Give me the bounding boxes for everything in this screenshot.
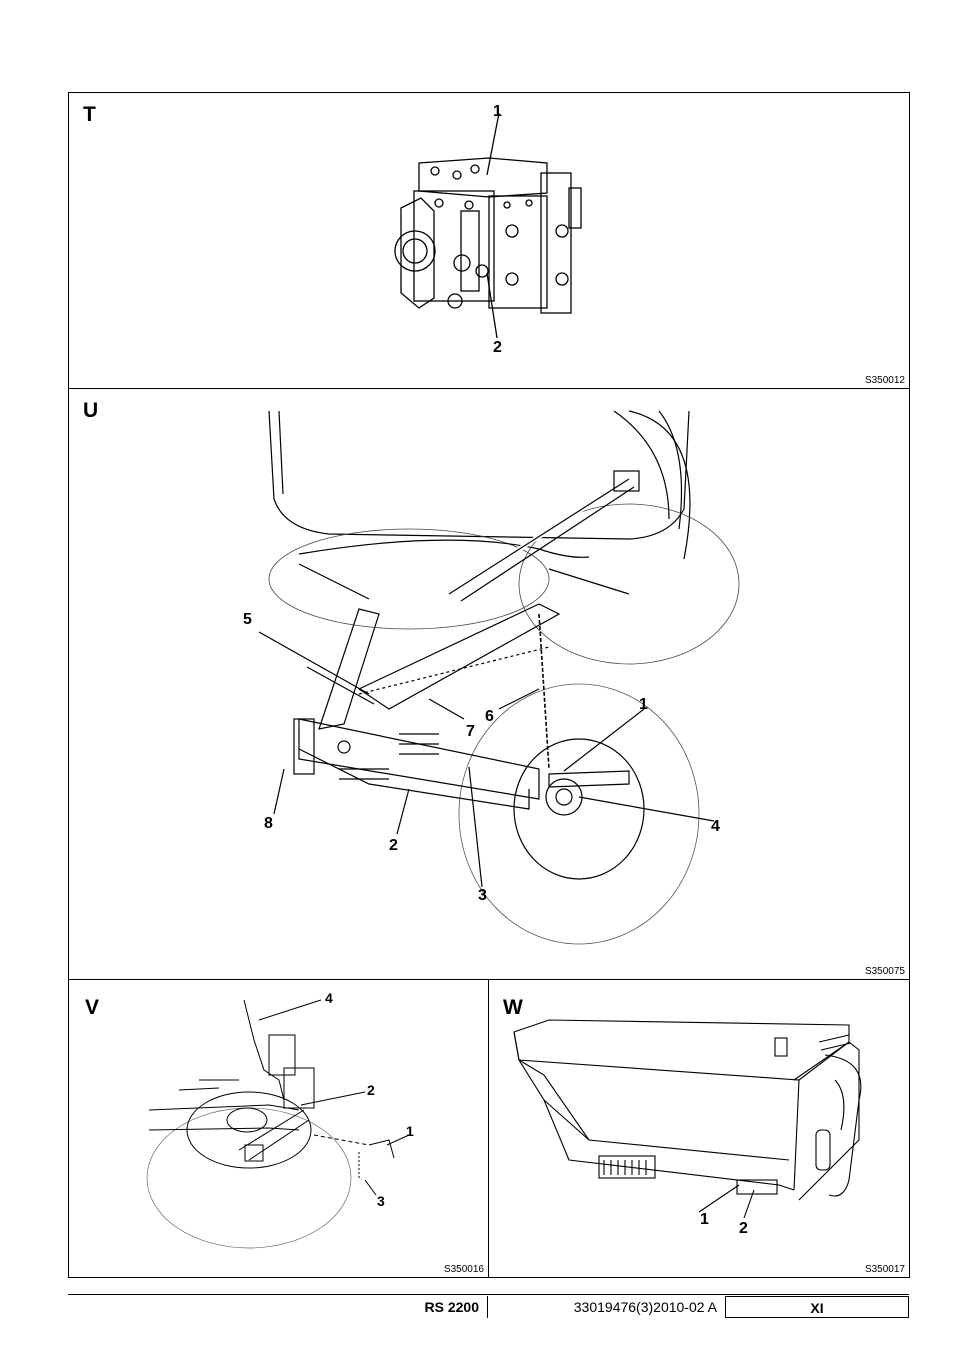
footer-page-number: XI: [725, 1296, 909, 1318]
figure-code: S350016: [443, 1264, 484, 1275]
figure-code: S350017: [864, 1264, 905, 1275]
callout-2: 2: [493, 339, 502, 356]
machine-underside-illustration: [258, 410, 740, 945]
panel-u: U S350075: [68, 388, 910, 980]
callout-8: 8: [264, 815, 273, 832]
callout-3: 3: [478, 887, 487, 904]
panel-t: T S350012 1 2: [68, 92, 910, 389]
panel-label: T: [83, 103, 96, 126]
callout-1: 1: [700, 1211, 709, 1228]
callout-3: 3: [377, 1193, 385, 1209]
footer-doc-number: 33019476(3)2010-02 A: [573, 1299, 717, 1315]
callout-2: 2: [389, 837, 398, 854]
callout-1: 1: [406, 1123, 414, 1139]
hydraulic-pump-illustration: [394, 112, 582, 339]
panel-label: W: [503, 996, 523, 1019]
panel-w: W S350017 1 2: [488, 979, 910, 1278]
callout-2: 2: [367, 1082, 375, 1098]
figure-code: S350075: [864, 966, 905, 977]
callout-6: 6: [485, 708, 494, 725]
callout-1: 1: [639, 696, 648, 713]
panel-label: U: [83, 399, 99, 422]
callout-2: 2: [739, 1220, 748, 1237]
footer-rule: [68, 1294, 909, 1295]
callout-4: 4: [711, 818, 720, 835]
figure-code: S350012: [864, 375, 905, 386]
engine-compartment-illustration: [513, 1019, 862, 1219]
callout-7: 7: [466, 723, 475, 740]
callout-5: 5: [243, 611, 252, 628]
footer-model: RS 2200: [360, 1296, 488, 1318]
panel-label: V: [85, 996, 100, 1019]
panel-v: V S350016 4 2 1 3: [68, 979, 489, 1278]
callout-1: 1: [493, 103, 502, 120]
brush-assembly-illustration: [146, 999, 410, 1249]
callout-4: 4: [325, 990, 333, 1006]
